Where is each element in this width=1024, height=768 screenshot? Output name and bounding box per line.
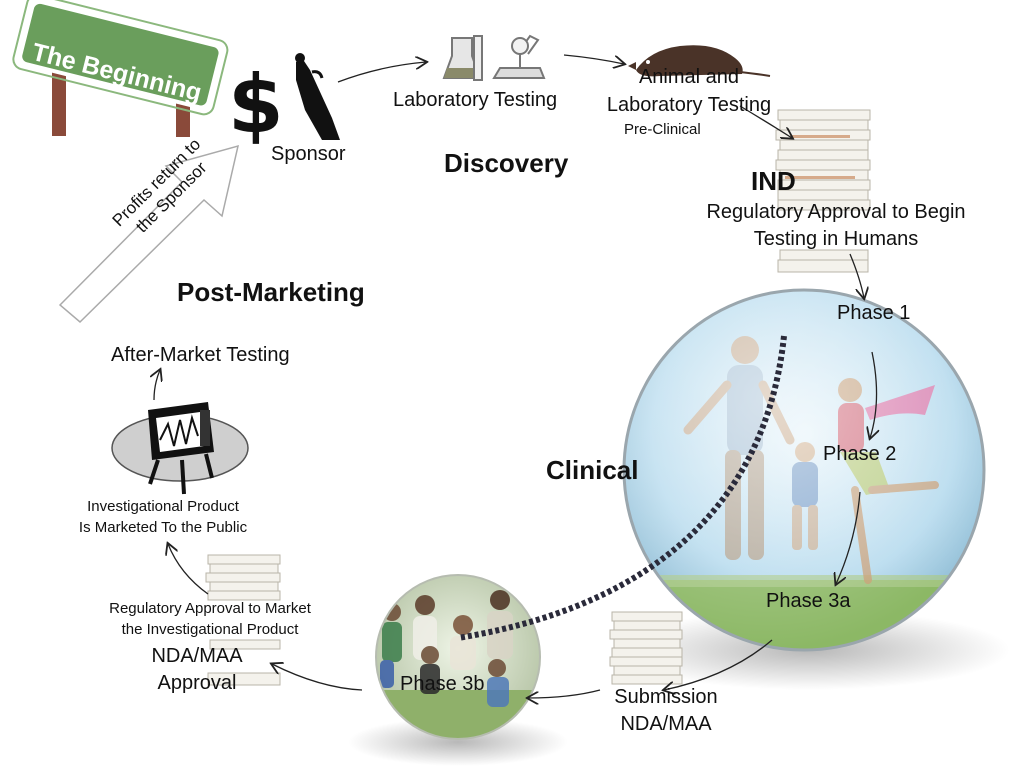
submission-line2: NDA/MAA [620, 713, 712, 735]
clinical-sphere [622, 288, 986, 652]
clinical-dotted-line [457, 335, 787, 641]
arrow-ind-to-phase1 [849, 253, 864, 298]
arrow-phase1-to-phase2 [870, 351, 877, 438]
reg-approval-line1: Regulatory Approval to Market [109, 600, 311, 617]
arrow-approval-to-marketed [168, 544, 209, 595]
rat-icon [628, 45, 771, 77]
ind-document-stack [775, 109, 871, 273]
phase1-label: Phase 1 [837, 302, 911, 324]
submission-line1: Submission [614, 686, 718, 708]
post-marketing-title: Post-Marketing [177, 277, 365, 307]
after-market-label: After-Market Testing [111, 344, 290, 366]
tv-marketing-icon [111, 402, 249, 495]
nda-approval-line2: Approval [157, 672, 237, 694]
sponsor-label: Sponsor [271, 143, 346, 165]
arrow-sponsor-to-lab [337, 62, 426, 83]
arrow-marketed-to-aftermarket [154, 370, 160, 401]
ind-title: IND [751, 166, 796, 196]
phase3b-sphere [375, 574, 541, 740]
svg-text:$: $ [228, 58, 284, 151]
marketed-line1: Investigational Product [87, 498, 239, 515]
animal-testing-line2: Laboratory Testing [606, 94, 772, 116]
arrow-phase3b-to-approval [272, 664, 363, 691]
approval-document-stack [205, 554, 281, 686]
arrow-phase3a-to-submission [664, 639, 773, 690]
small-sphere-shadow [348, 718, 568, 766]
lab-testing-label: Laboratory Testing [393, 89, 558, 111]
reg-approval-line2: the Investigational Product [121, 621, 299, 638]
the-beginning-sign [12, 0, 229, 137]
arrow-lab-to-animal [563, 54, 624, 64]
sponsor-dollar-icon: $ [228, 53, 340, 151]
ind-line2: Testing in Humans [753, 228, 919, 250]
submission-document-stack [609, 611, 683, 685]
marketed-line2: Is Marketed To the Public [78, 519, 248, 536]
discovery-title: Discovery [444, 148, 569, 178]
ind-description: Regulatory Approval to Begin Testing in … [676, 199, 996, 253]
phase3b-label: Phase 3b [400, 673, 485, 695]
profits-return-arrow [58, 144, 240, 324]
arrow-preclinical-to-ind [739, 105, 792, 138]
animal-testing-label: Animal and Laboratory Testing [596, 63, 782, 119]
phase2-label: Phase 2 [823, 443, 897, 465]
arrow-submission-to-phase3b [528, 689, 601, 698]
arrow-phase2-to-phase3a [836, 491, 861, 584]
lab-glassware-icon [442, 34, 546, 81]
ind-line1: Regulatory Approval to Begin [706, 201, 966, 223]
marketed-label: Investigational Product Is Marketed To t… [53, 496, 273, 538]
submission-label: Submission NDA/MAA [596, 684, 736, 738]
animal-testing-line1: Animal and [638, 66, 740, 88]
preclinical-label: Pre-Clinical [624, 121, 701, 138]
phase3a-label: Phase 3a [766, 590, 851, 612]
regulatory-approval-label: Regulatory Approval to Market the Invest… [70, 598, 350, 640]
nda-approval-label: NDA/MAA Approval [127, 643, 267, 697]
clinical-title: Clinical [546, 455, 639, 485]
nda-approval-line1: NDA/MAA [151, 645, 243, 667]
